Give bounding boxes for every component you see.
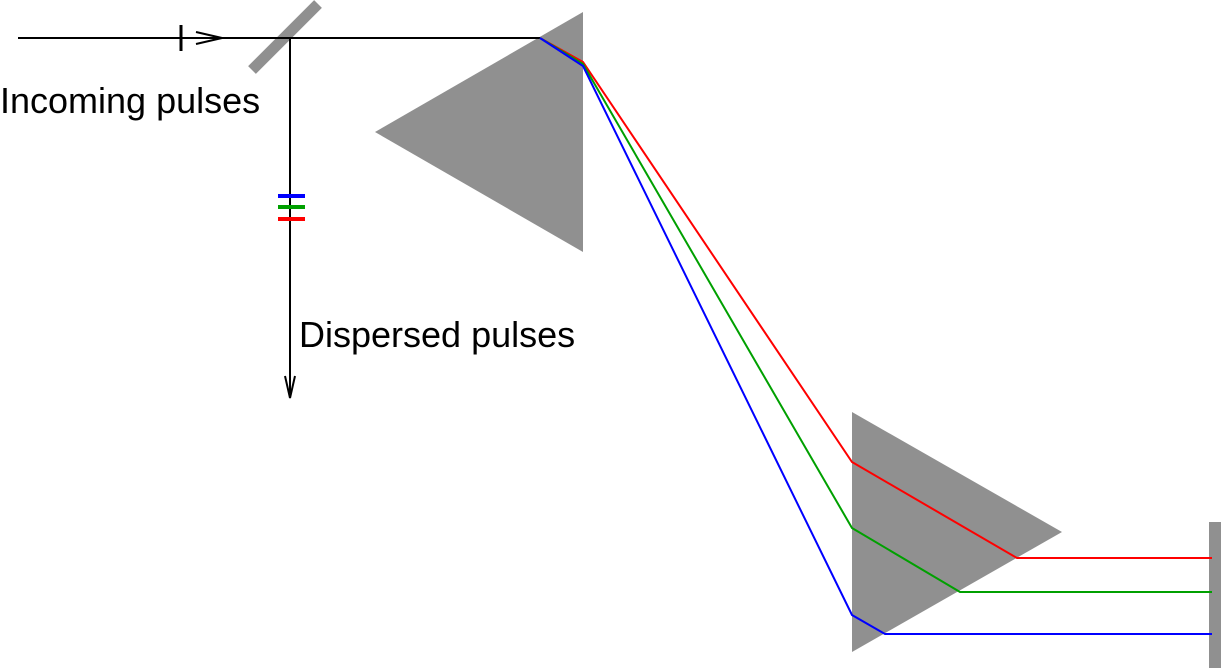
dispersed-arrowhead-icon [284, 375, 296, 399]
prism-1 [375, 12, 583, 252]
prism-2 [852, 412, 1062, 652]
ray-blue [539, 37, 1212, 635]
dispersed-pulses-label: Dispersed pulses [299, 314, 575, 355]
incoming-arrowhead-icon [195, 31, 223, 45]
ray-green [539, 37, 1212, 593]
incoming-pulses-label: Incoming pulses [0, 80, 260, 121]
ray-red [539, 37, 1212, 559]
